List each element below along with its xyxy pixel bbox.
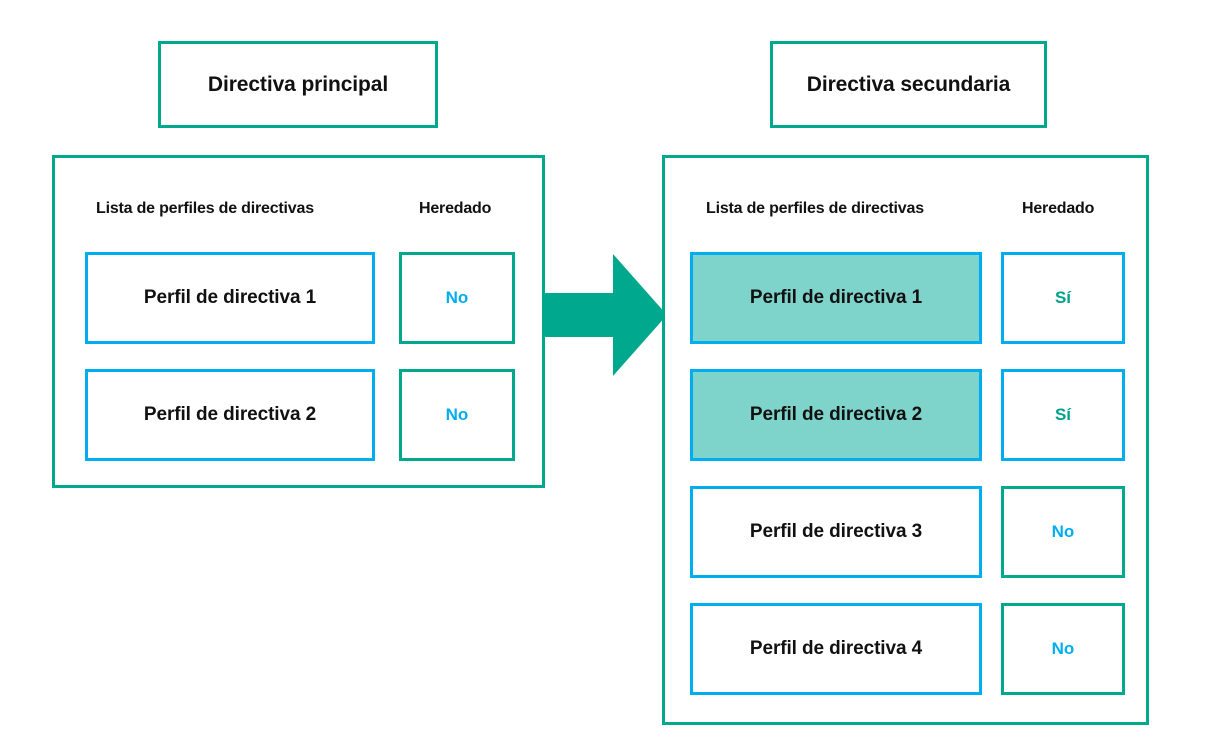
secondary-profile-box-1[interactable]: Perfil de directiva 1	[690, 252, 982, 344]
secondary-policy-title-box: Directiva secundaria	[770, 41, 1047, 128]
primary-rows: Perfil de directiva 1 No Perfil de direc…	[55, 252, 542, 486]
secondary-inherited-box-2: Sí	[1001, 369, 1125, 461]
primary-profile-box-1[interactable]: Perfil de directiva 1	[85, 252, 375, 344]
primary-profile-label-1: Perfil de directiva 1	[143, 287, 317, 308]
secondary-inherited-value-1: Sí	[1054, 288, 1072, 307]
secondary-inherited-box-3: No	[1001, 486, 1125, 578]
primary-policy-panel: Lista de perfiles de directivas Heredado…	[52, 155, 545, 488]
primary-column-headers: Lista de perfiles de directivas Heredado	[55, 158, 542, 252]
secondary-inherited-value-3: No	[1051, 522, 1075, 541]
secondary-column-header-profile-list: Lista de perfiles de directivas	[706, 200, 924, 217]
table-row: Perfil de directiva 2 No	[55, 369, 542, 486]
primary-policy-title-box: Directiva principal	[158, 41, 438, 128]
secondary-column-headers: Lista de perfiles de directivas Heredado	[665, 158, 1146, 252]
secondary-policy-title-text: Directiva secundaria	[806, 72, 1011, 96]
secondary-profile-label-2: Perfil de directiva 2	[749, 404, 923, 425]
primary-policy-title-text: Directiva principal	[207, 72, 389, 96]
primary-inherited-value-2: No	[445, 405, 469, 424]
primary-column-header-profile-list: Lista de perfiles de directivas	[96, 200, 314, 217]
secondary-inherited-value-2: Sí	[1054, 405, 1072, 424]
secondary-profile-label-3: Perfil de directiva 3	[749, 521, 923, 542]
secondary-inherited-box-1: Sí	[1001, 252, 1125, 344]
table-row: Perfil de directiva 3 No	[665, 486, 1146, 603]
secondary-profile-box-4[interactable]: Perfil de directiva 4	[690, 603, 982, 695]
secondary-inherited-box-4: No	[1001, 603, 1125, 695]
secondary-profile-label-4: Perfil de directiva 4	[749, 638, 923, 659]
primary-inherited-box-2: No	[399, 369, 515, 461]
secondary-profile-box-3[interactable]: Perfil de directiva 3	[690, 486, 982, 578]
table-row: Perfil de directiva 4 No	[665, 603, 1146, 720]
secondary-column-header-inherited: Heredado	[1022, 200, 1095, 217]
primary-column-header-inherited: Heredado	[419, 200, 492, 217]
primary-profile-box-2[interactable]: Perfil de directiva 2	[85, 369, 375, 461]
secondary-rows: Perfil de directiva 1 Sí Perfil de direc…	[665, 252, 1146, 720]
secondary-inherited-value-4: No	[1051, 639, 1075, 658]
secondary-profile-box-2[interactable]: Perfil de directiva 2	[690, 369, 982, 461]
inheritance-arrow-icon	[545, 254, 667, 376]
secondary-policy-panel: Lista de perfiles de directivas Heredado…	[662, 155, 1149, 725]
table-row: Perfil de directiva 1 No	[55, 252, 542, 369]
primary-inherited-box-1: No	[399, 252, 515, 344]
secondary-profile-label-1: Perfil de directiva 1	[749, 287, 923, 308]
table-row: Perfil de directiva 2 Sí	[665, 369, 1146, 486]
table-row: Perfil de directiva 1 Sí	[665, 252, 1146, 369]
primary-profile-label-2: Perfil de directiva 2	[143, 404, 317, 425]
primary-inherited-value-1: No	[445, 288, 469, 307]
